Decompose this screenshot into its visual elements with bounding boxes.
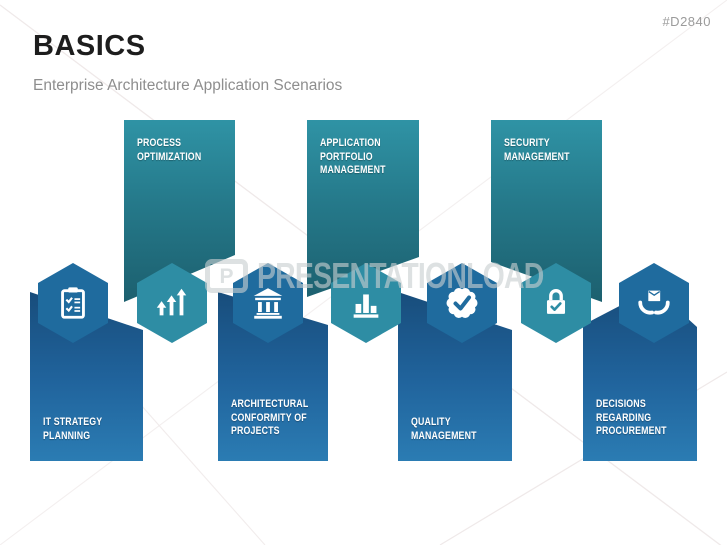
slide-id: #D2840	[662, 14, 711, 29]
banner-label: ARCHITECTURAL CONFORMITY OF PROJECTS	[231, 398, 309, 437]
bank-icon	[253, 288, 283, 319]
banner-label: APPLICATION PORTFOLIO MANAGEMENT	[320, 137, 386, 176]
growth-arrows-icon	[156, 288, 187, 316]
lock-check-icon	[546, 289, 566, 314]
bar-chart-icon	[353, 294, 379, 318]
banner-label: QUALITY MANAGEMENT	[411, 416, 477, 442]
page-subtitle: Enterprise Architecture Application Scen…	[33, 77, 343, 94]
banner-label: DECISIONS REGARDING PROCUREMENT	[596, 398, 667, 437]
clipboard-checklist-icon	[61, 287, 85, 319]
page-title: BASICS	[33, 30, 146, 62]
banner-label: SECURITY MANAGEMENT	[504, 137, 570, 163]
banner-label: PROCESS OPTIMIZATION	[137, 137, 202, 163]
badge-check-icon	[446, 288, 478, 318]
banner-label: IT STRATEGY PLANNING	[43, 416, 103, 442]
hands-box-icon	[638, 290, 670, 315]
